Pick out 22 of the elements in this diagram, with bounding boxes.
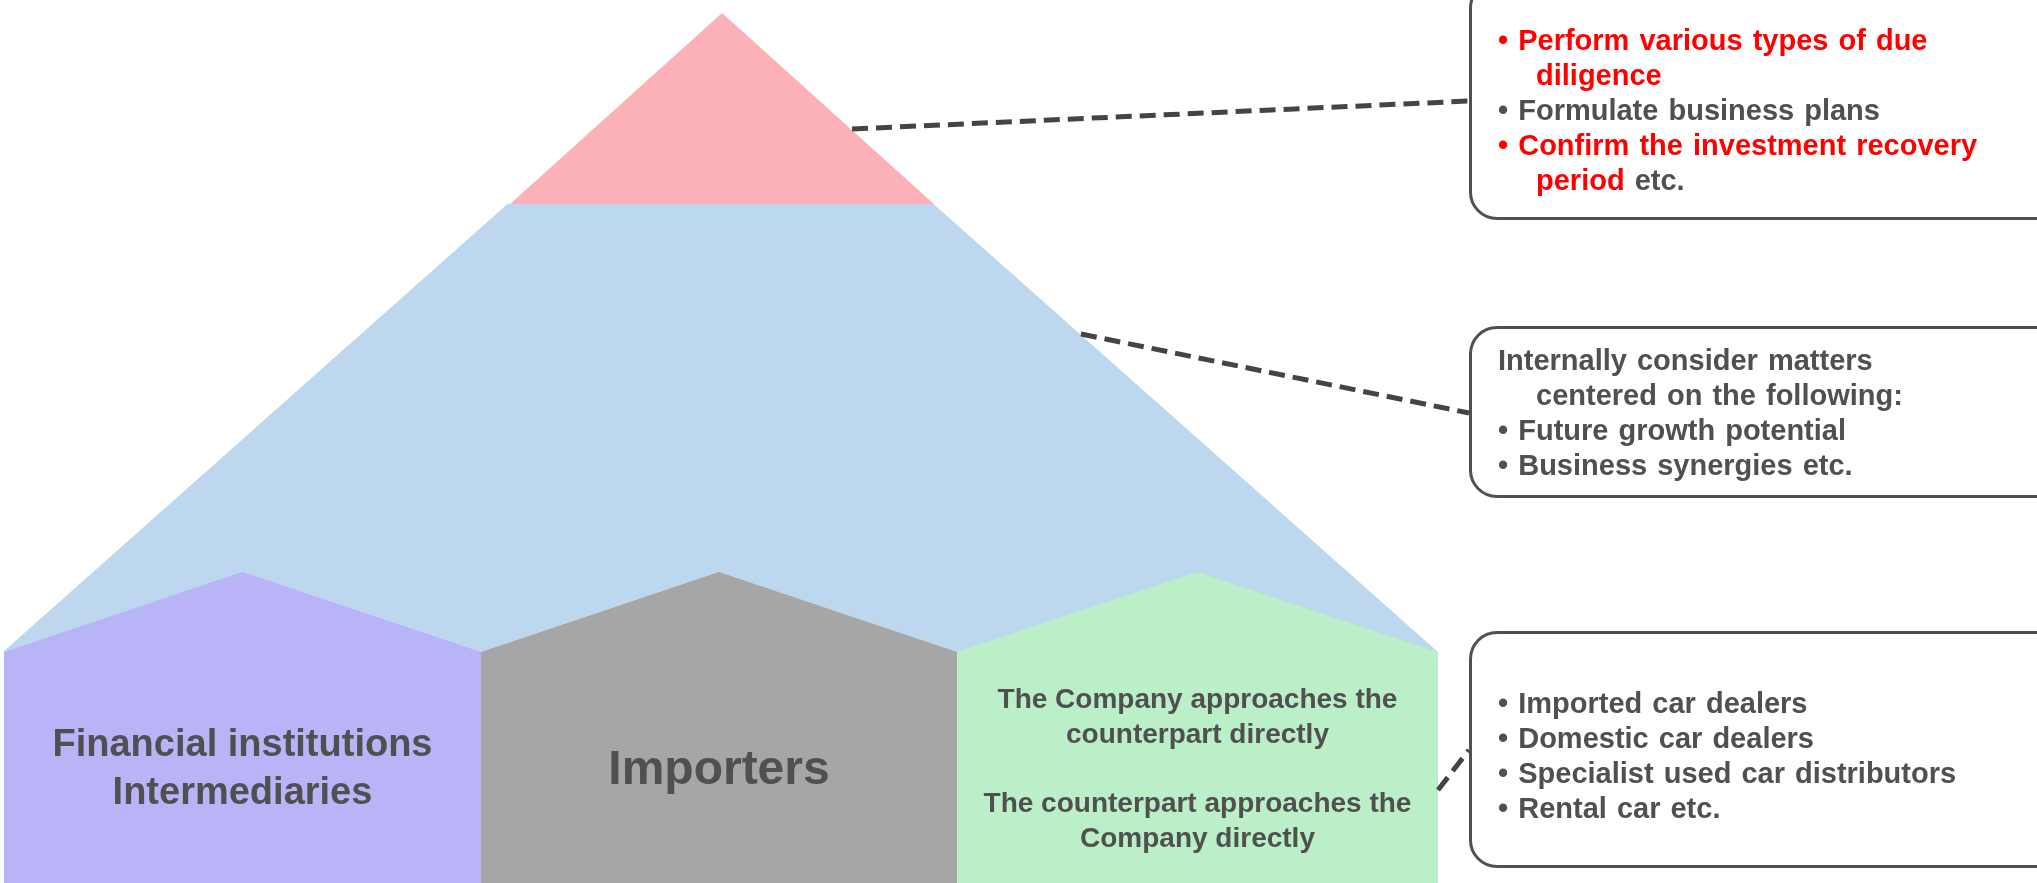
block-label: The Company approaches the counterpart directly	[996, 681, 1399, 751]
callout-text: • Domestic car dealers	[1498, 721, 1815, 756]
callout-text: • Business synergies etc.	[1498, 448, 1854, 483]
callout-box	[1469, 0, 2037, 220]
callout-text: • Specialist used car distributors	[1498, 756, 1958, 791]
callout-text: • Perform various types of due diligence	[1498, 23, 1929, 93]
callout-text: • Rental car etc.	[1498, 791, 1722, 826]
callout-text: • Formulate business plans	[1498, 93, 1881, 128]
callout-text: • Imported car dealers	[1498, 686, 1809, 721]
block-label: Importers	[608, 739, 830, 796]
callout-text: Internally consider matters centered on the following:	[1498, 343, 1904, 413]
leader-line	[1080, 331, 1470, 416]
leader-line	[1436, 748, 1471, 792]
block-label: Financial institutions	[52, 721, 433, 766]
callout-text: • Future growth potential	[1498, 413, 1847, 448]
leader-line	[851, 98, 1470, 132]
block-label: The counterpart approaches the Company directly	[982, 785, 1413, 855]
block-label: Intermediaries	[112, 768, 373, 814]
pyramid-top	[509, 13, 935, 205]
callout-box	[1469, 326, 2037, 498]
callout-text: • Confirm the investment recovery period etc.	[1498, 128, 1979, 198]
callout-box	[1469, 631, 2037, 868]
